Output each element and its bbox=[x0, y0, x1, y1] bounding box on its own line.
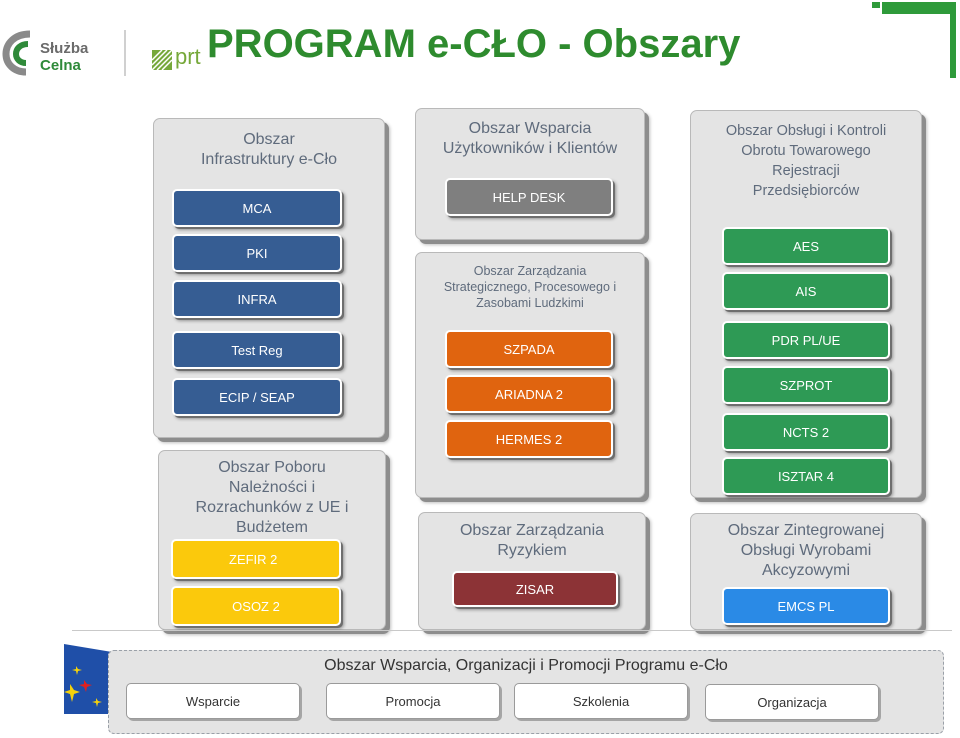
program-training-button[interactable]: Szkolenia bbox=[514, 683, 688, 719]
system-pki-button[interactable]: PKI bbox=[172, 234, 342, 272]
logo-divider bbox=[124, 30, 126, 76]
system-ariadna-2-button[interactable]: ARIADNA 2 bbox=[445, 375, 613, 413]
footer-divider bbox=[72, 630, 952, 631]
logo-line-1: Służba bbox=[40, 40, 89, 57]
system-zisar-button[interactable]: ZISAR bbox=[452, 571, 618, 607]
system-ecip-seap-button[interactable]: ECIP / SEAP bbox=[172, 378, 342, 416]
system-help-desk-button[interactable]: HELP DESK bbox=[445, 178, 613, 216]
program-support-area-title: Obszar Wsparcia, Organizacji i Promocji … bbox=[324, 657, 728, 674]
system-aes-button[interactable]: AES bbox=[722, 227, 890, 265]
system-infra-button[interactable]: INFRA bbox=[172, 280, 342, 318]
strategic-management-area-title: Obszar Zarządzania Strategicznego, Proce… bbox=[443, 264, 617, 310]
system-szpada-button[interactable]: SZPADA bbox=[445, 330, 613, 368]
risk-management-area-title: Obszar Zarządzania Ryzykiem bbox=[459, 522, 605, 559]
infrastructure-area-title: Obszar Infrastruktury e-Cło bbox=[200, 131, 338, 168]
system-hermes-2-button[interactable]: HERMES 2 bbox=[445, 420, 613, 458]
program-promotion-button[interactable]: Promocja bbox=[326, 683, 500, 719]
customs-logo-text: Służba Celna bbox=[40, 40, 88, 74]
page-title: PROGRAM e-CŁO - Obszary bbox=[207, 22, 741, 66]
program-support-button[interactable]: Wsparcie bbox=[126, 683, 300, 719]
system-zefir-2-button[interactable]: ZEFIR 2 bbox=[171, 539, 341, 579]
partner-logo-text: prt bbox=[175, 44, 201, 69]
partner-logo-icon bbox=[152, 50, 172, 70]
logo-line-2: Celna bbox=[40, 57, 81, 74]
system-pdr-pl-ue-button[interactable]: PDR PL/UE bbox=[722, 321, 890, 359]
revenue-collection-area-title: Obszar Poboru Należności i Rozrachunków … bbox=[195, 459, 349, 536]
user-support-area-title: Obszar Wsparcia Użytkowników i Klientów bbox=[442, 120, 618, 157]
system-ncts-2-button[interactable]: NCTS 2 bbox=[722, 413, 890, 451]
system-mca-button[interactable]: MCA bbox=[172, 189, 342, 227]
excise-goods-area-title: Obszar Zintegrowanej Obsługi Wyrobami Ak… bbox=[727, 522, 885, 579]
customs-logo-icon bbox=[2, 30, 31, 76]
system-osoz-2-button[interactable]: OSOZ 2 bbox=[171, 586, 341, 626]
program-organization-button[interactable]: Organizacja bbox=[705, 684, 879, 720]
corner-decoration bbox=[868, 0, 960, 92]
user-support-area-panel bbox=[415, 108, 645, 240]
system-isztar-4-button[interactable]: ISZTAR 4 bbox=[722, 457, 890, 495]
system-ais-button[interactable]: AIS bbox=[722, 272, 890, 310]
trade-control-area-title: Obszar Obsługi i Kontroli Obrotu Towarow… bbox=[725, 123, 887, 199]
system-test-reg-button[interactable]: Test Reg bbox=[172, 331, 342, 369]
system-emcs-pl-button[interactable]: EMCS PL bbox=[722, 587, 890, 625]
system-szprot-button[interactable]: SZPROT bbox=[722, 366, 890, 404]
eu-logo-icon bbox=[64, 644, 112, 714]
